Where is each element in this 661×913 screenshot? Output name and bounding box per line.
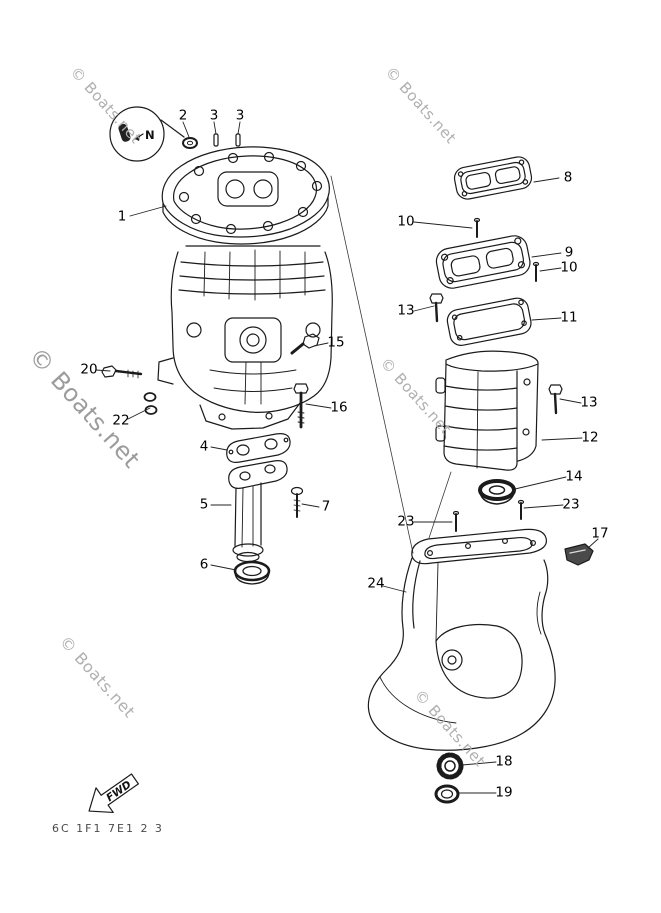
studs-23 [452, 499, 525, 532]
callout-23b: 23 [562, 496, 580, 513]
detail-inset-label: N [145, 128, 155, 142]
callout-4: 4 [199, 438, 209, 455]
callout-24: 24 [367, 575, 385, 592]
gasket-part-8 [453, 156, 533, 200]
casing-part-24 [367, 528, 556, 751]
leader-lines [95, 121, 599, 794]
callout-10a: 10 [397, 213, 415, 230]
callout-19: 19 [495, 784, 513, 801]
grommet-part-2 [182, 137, 198, 149]
muffler-part-5 [228, 460, 288, 563]
bolt-13-right [548, 384, 563, 415]
callout-6: 6 [199, 556, 209, 573]
exhaust-guide-part-1 [161, 146, 330, 245]
callout-17: 17 [591, 525, 609, 542]
upper-casing-part-12 [435, 350, 539, 471]
callout-18: 18 [495, 753, 513, 770]
gasket-part-11 [446, 297, 532, 346]
callout-12: 12 [581, 429, 599, 446]
studs-part-3 [213, 133, 241, 147]
callout-14: 14 [565, 468, 583, 485]
callout-7: 7 [321, 498, 331, 515]
detail-inset-circle [109, 106, 185, 162]
callout-8: 8 [563, 169, 573, 186]
callout-1: 1 [117, 208, 127, 225]
callout-20: 20 [80, 361, 98, 378]
seal-part-6 [233, 560, 271, 585]
bolt-16 [293, 383, 309, 429]
gasket-part-4 [226, 433, 291, 463]
plate-part-9 [435, 235, 531, 289]
callout-3b: 3 [235, 107, 245, 124]
grommet-part-14 [478, 479, 516, 505]
callout-5: 5 [199, 496, 209, 513]
gear-part-18 [436, 752, 464, 780]
ring-part-19 [434, 784, 460, 804]
callout-11: 11 [560, 309, 578, 326]
callout-15: 15 [327, 334, 345, 351]
powerhead-block [157, 245, 333, 430]
part-code: 6C 1F1 7E1 2 3 [52, 822, 164, 835]
studs-10 [473, 217, 540, 282]
damper-part-17 [564, 543, 594, 566]
callout-23a: 23 [397, 513, 415, 530]
washers-22 [143, 392, 158, 415]
screw-7 [290, 486, 304, 518]
callout-2: 2 [178, 107, 188, 124]
assembly-axis-lines [330, 175, 452, 554]
callout-10b: 10 [560, 259, 578, 276]
callout-13b: 13 [580, 394, 598, 411]
bolt-20 [101, 365, 143, 379]
fwd-arrow: FWD [88, 773, 139, 814]
callout-9: 9 [564, 244, 574, 261]
callout-3a: 3 [209, 107, 219, 124]
bolt-13-left [429, 293, 444, 323]
callout-13a: 13 [397, 302, 415, 319]
callout-22: 22 [112, 412, 130, 429]
callout-16: 16 [330, 399, 348, 416]
